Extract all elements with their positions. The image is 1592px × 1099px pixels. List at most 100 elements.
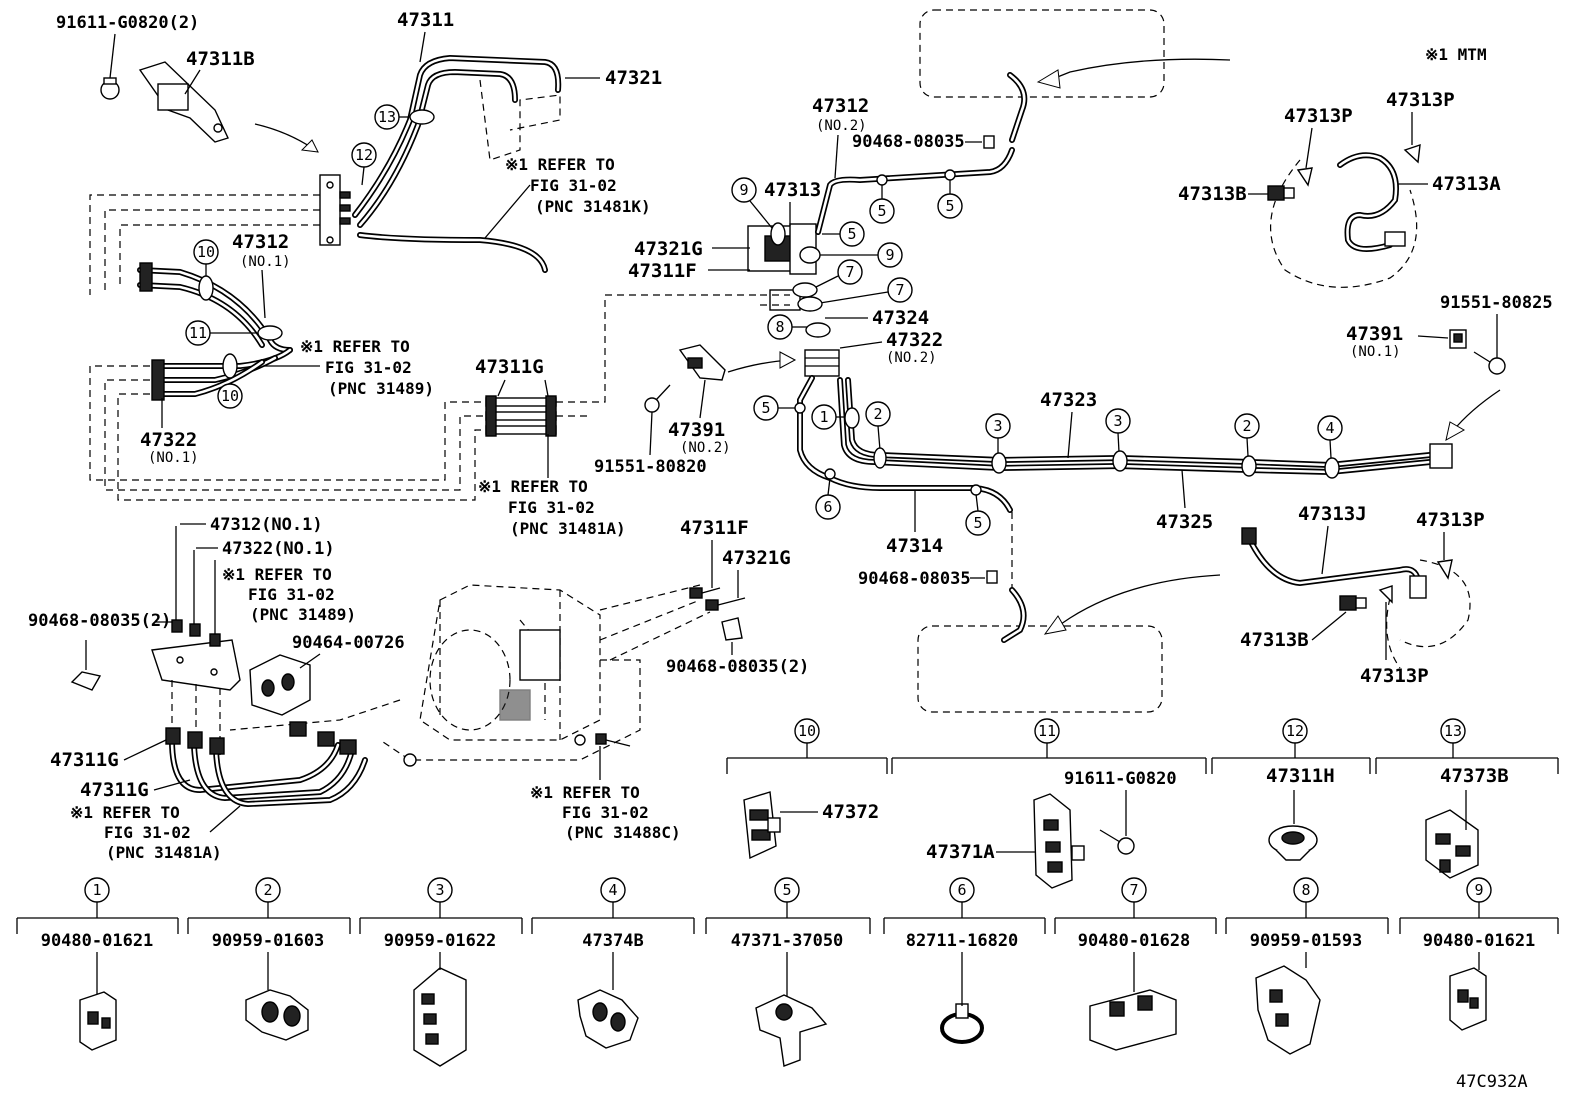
svg-text:(PNC 31488C): (PNC 31488C) [565, 823, 681, 842]
clip-table-part-3: 90959-01622 [384, 931, 497, 951]
label-91551-80820: 91551-80820 [594, 457, 707, 477]
svg-text:12: 12 [355, 146, 373, 164]
clip-table-part-5: 47371-37050 [731, 931, 844, 951]
junction-block-icon [319, 174, 351, 246]
clip-90959-01622-icon [413, 967, 467, 1067]
svg-text:10: 10 [221, 387, 239, 405]
callout-5-a: 5 [822, 221, 865, 247]
svg-text:9: 9 [739, 181, 748, 199]
clip-table-part-1: 90480-01621 [41, 931, 154, 951]
label-47311f-b: 47311F [680, 517, 749, 539]
label-47373b: 47373B [1440, 765, 1509, 787]
clip-header-12: 12 [1286, 722, 1304, 740]
svg-text:(PNC 31481A): (PNC 31481A) [106, 843, 222, 862]
clip-table-number-1: 1 [92, 881, 101, 899]
hose-clamp-82711-16820-icon [940, 1003, 984, 1044]
clip-table-part-2: 90959-01603 [212, 931, 325, 951]
label-47313j: 47313J [1298, 503, 1367, 525]
callout-3-a: 3 [985, 413, 1011, 474]
clip-47373b-icon [1425, 809, 1479, 879]
clip-table-number-4: 4 [608, 881, 617, 899]
label-91551-80825: 91551-80825 [1440, 293, 1553, 313]
clip-table-part-6: 82711-16820 [906, 931, 1019, 951]
pipe-47311g-middle [485, 395, 557, 437]
callout-5-d: 5 [753, 395, 806, 421]
clip-header-row: 10 11 12 13 [726, 718, 1559, 774]
clamp-90464-00726-icon [249, 654, 311, 716]
label-47313p-d: 47313P [1360, 665, 1429, 687]
clip-table-number-8: 8 [1301, 881, 1310, 899]
label-47371a: 47371A [926, 841, 995, 863]
label-47322-no1-sub: (NO.1) [148, 450, 199, 466]
svg-text:5: 5 [761, 399, 770, 417]
bolt-47313b-top-icon [1267, 185, 1295, 201]
svg-text:FIG 31-02: FIG 31-02 [530, 176, 617, 195]
callout-2-b: 2 [1234, 413, 1260, 477]
bolt-91611-g0820-icon [100, 77, 120, 100]
svg-text:2: 2 [873, 405, 882, 423]
label-47313: 47313 [764, 179, 821, 201]
clip-table-part-4: 47374B [582, 931, 643, 951]
svg-text:※1 REFER TO: ※1 REFER TO [478, 477, 588, 496]
abs-clip-assembly-icon [747, 223, 840, 377]
legend-note-mtm: ※1 MTM [1425, 45, 1487, 64]
callout-3-b: 3 [1105, 408, 1131, 472]
clip-table-number-9: 9 [1474, 881, 1483, 899]
label-90464-00726: 90464-00726 [292, 633, 405, 653]
callout-11: 11 [185, 320, 283, 346]
clip-90959-01603-icon [245, 989, 309, 1041]
label-47313p-a: 47313P [1284, 105, 1353, 127]
svg-text:FIG 31-02: FIG 31-02 [248, 585, 335, 604]
clip-table-number-3: 3 [435, 881, 444, 899]
callout-5-e: 5 [965, 484, 991, 536]
bracket-47311b-icon [138, 61, 229, 143]
label-47322-no1: 47322 [140, 429, 197, 451]
clip-90480-01628-icon [1089, 989, 1177, 1051]
svg-text:※1 REFER TO: ※1 REFER TO [300, 337, 410, 356]
callout-8: 8 [767, 314, 831, 340]
bolt-47313b-bottom-icon [1339, 595, 1367, 611]
callout-7-a: 7 [792, 259, 863, 298]
callout-10-lower: 10 [217, 353, 243, 409]
clip-47374b-icon [577, 989, 639, 1049]
pipe-end-47321g-icon [705, 597, 746, 611]
label-91611-g0820: 91611-G0820 [1064, 769, 1177, 789]
label-47322-no2: 47322 [886, 329, 943, 351]
label-47322-no2-sub: (NO.2) [886, 350, 937, 366]
callout-13: 13 [374, 104, 435, 130]
label-47391-no2: 47391 [668, 419, 725, 441]
svg-text:5: 5 [945, 197, 954, 215]
clip-90959-01593-icon [1255, 965, 1321, 1055]
svg-text:6: 6 [823, 498, 832, 516]
label-47314: 47314 [886, 535, 943, 557]
refer-note-31489-upper: ※1 REFER TO FIG 31-02 (PNC 31489) [240, 337, 434, 398]
svg-text:※1 REFER TO: ※1 REFER TO [70, 803, 180, 822]
diagram-code: 47C932A [1456, 1072, 1528, 1092]
refer-note-31481a-lower: ※1 REFER TO FIG 31-02 (PNC 31481A) [70, 803, 241, 862]
grommet-47311h-icon [1268, 825, 1318, 861]
svg-text:FIG 31-02: FIG 31-02 [104, 823, 191, 842]
svg-text:(PNC 31481K): (PNC 31481K) [535, 197, 651, 216]
label-47321: 47321 [605, 67, 662, 89]
bolt-91551-80820-icon [644, 384, 671, 413]
svg-text:7: 7 [845, 263, 854, 281]
label-47311g-a: 47311G [475, 356, 544, 378]
clip-table-part-9: 90480-01621 [1423, 931, 1536, 951]
label-47311b: 47311B [186, 48, 255, 70]
svg-text:5: 5 [877, 202, 886, 220]
refer-note-31489-lower: ※1 REFER TO FIG 31-02 (PNC 31489) [214, 560, 356, 636]
svg-text:2: 2 [1242, 417, 1251, 435]
clip-header-10: 10 [798, 722, 816, 740]
bolt-91551-80825-icon [1473, 351, 1506, 375]
clip-90468-08035-icon [70, 671, 102, 691]
callout-4: 4 [1317, 415, 1343, 479]
label-47313b-bottom: 47313B [1240, 629, 1309, 651]
label-47321g-b: 47321G [722, 547, 791, 569]
refer-note-31481a-middle: ※1 REFER TO FIG 31-02 (PNC 31481A) [478, 434, 626, 538]
label-47311: 47311 [397, 9, 454, 31]
label-47312-no2-sub: (NO.2) [816, 118, 867, 134]
bolt-91611-g0820-b-icon [1099, 829, 1135, 855]
callout-7-b: 7 [797, 277, 913, 312]
clip-90480-01621-b-icon [1449, 967, 1487, 1031]
label-47372: 47372 [822, 801, 879, 823]
